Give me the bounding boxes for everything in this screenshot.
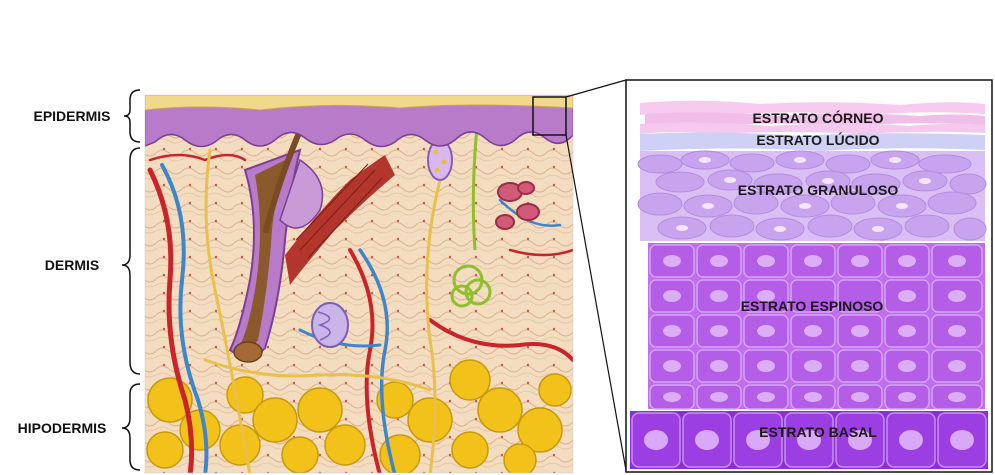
label-hypodermis: HIPODERMIS bbox=[18, 420, 107, 436]
stratum-basale bbox=[630, 411, 988, 469]
label-dermis: DERMIS bbox=[45, 257, 99, 273]
region-braces bbox=[122, 90, 140, 470]
stratum-spinosum bbox=[648, 243, 985, 409]
label-stratum-spinosum: ESTRATO ESPINOSO bbox=[741, 298, 884, 314]
label-epidermis: EPIDERMIS bbox=[33, 108, 110, 124]
label-stratum-basale: ESTRATO BASAL bbox=[759, 424, 877, 440]
label-stratum-corneum: ESTRATO CÓRNEO bbox=[753, 109, 884, 126]
skin-cross-section bbox=[145, 5, 573, 475]
label-stratum-lucidum: ESTRATO LÚCIDO bbox=[756, 131, 879, 148]
corpuscle bbox=[312, 303, 348, 347]
label-stratum-granulosum: ESTRATO GRANULOSO bbox=[738, 182, 899, 198]
